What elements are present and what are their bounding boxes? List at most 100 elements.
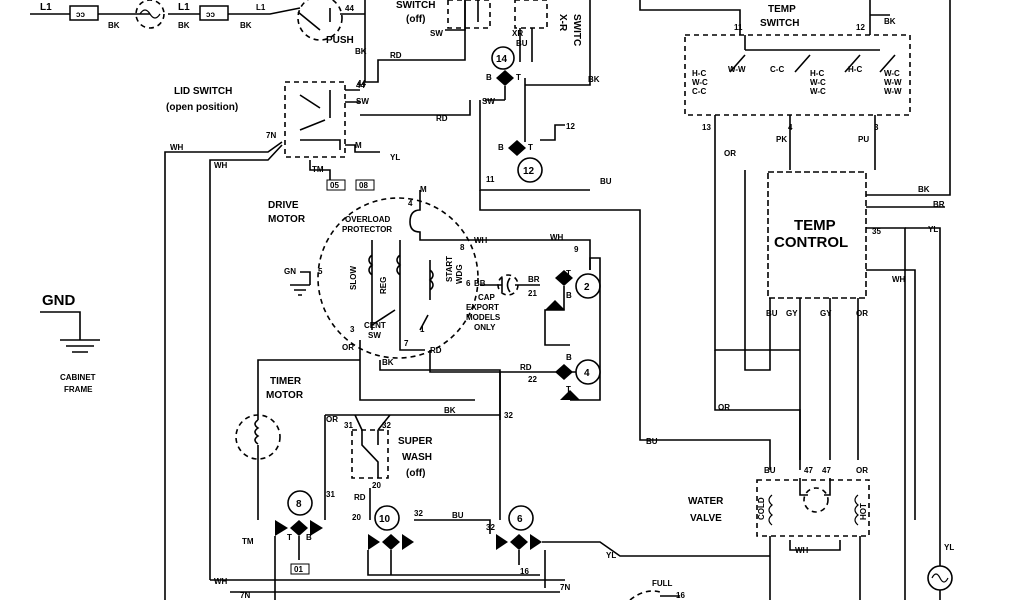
fuse-2-icon <box>199 5 229 21</box>
switch-off-label-2: (off) <box>406 14 425 25</box>
cap-br-label: BR <box>528 275 540 284</box>
wire-label-wh-6: WH <box>550 233 564 242</box>
wire-label-bk-7: BK <box>918 185 930 194</box>
lid-switch-label-1: LID SWITCH <box>174 86 232 97</box>
temp-switch: TEMP SWITCH 11 12 BK H-C W-C C-C W-W C-C… <box>639 0 911 351</box>
motor-terminal-m: M <box>420 185 427 194</box>
wire-label-yl-4: YL <box>606 551 616 560</box>
terminal-12b: 12 <box>566 122 575 131</box>
terminal-16b: 16 <box>676 591 685 600</box>
motor-terminal-7: 7 <box>404 339 409 348</box>
wire-label-or-4: OR <box>342 343 354 352</box>
terminal-31a: 31 <box>344 421 353 430</box>
super-wash-box <box>351 429 389 479</box>
wire-label-bk-3: BK <box>240 21 252 30</box>
wire-label-wh-5: WH <box>474 236 488 245</box>
wire-label-rd-4: RD <box>520 363 532 372</box>
cabinet-label-2: FRAME <box>64 385 93 394</box>
terminal-31b: 31 <box>326 490 335 499</box>
wire-label-bk-5: BK <box>588 75 600 84</box>
ground-section: GND CABINET FRAME <box>40 292 100 394</box>
lid-switch-label-2: (open position) <box>166 102 238 113</box>
cam-2: T B 2 <box>544 257 601 401</box>
terminal-11: 11 <box>734 23 743 32</box>
terminal-44-lid: 44 <box>357 79 366 88</box>
contact-ww-1: W-W <box>728 65 746 74</box>
contact-wc-4: W-C <box>884 69 900 78</box>
cap-label-1: CAP <box>478 293 496 302</box>
drive-motor-circle <box>317 197 479 359</box>
temp-switch-label-2: SWITCH <box>760 18 799 29</box>
wire-label-or-3: OR <box>718 403 730 412</box>
super-wash-label-3: (off) <box>406 468 425 479</box>
super-wash-label-2: WASH <box>402 452 432 463</box>
terminal-16a: 16 <box>520 567 529 576</box>
cam-4-b: B <box>566 353 572 362</box>
temp-control-label-1: TEMP <box>794 217 836 234</box>
line-input-section: L1 ɔɔ BK L1 BK ɔɔ BK L1 PUSH 44 BK 44 <box>30 0 367 90</box>
wire-label-7n-2: 7N <box>560 583 570 592</box>
terminal-32b: 32 <box>504 411 513 420</box>
x-rinse-label: X-R <box>557 14 568 32</box>
terminal-9: 9 <box>574 245 579 254</box>
terminal-3: 3 <box>874 123 879 132</box>
wire-label-wh-4: WH <box>795 546 809 555</box>
svg-text:ɔɔ: ɔɔ <box>76 10 85 19</box>
drive-motor: DRIVE MOTOR OVERLOAD PROTECTOR M 4 SLOW … <box>268 185 590 420</box>
cam-12-t: T <box>528 143 533 152</box>
cap-label-3: MODELS <box>466 313 501 322</box>
filter-icon <box>135 0 165 29</box>
slow-winding-label: SLOW <box>349 266 358 290</box>
l1-label-a: L1 <box>40 2 52 13</box>
wire-label-rd-2: RD <box>436 114 448 123</box>
cent-sw-label-2: SW <box>368 331 381 340</box>
contact-wc-2: W-C <box>810 78 826 87</box>
timer-motor-label-1: TIMER <box>270 376 302 387</box>
terminal-44b: 44 <box>356 81 365 90</box>
reg-winding-label: REG <box>379 277 388 294</box>
wire-label-rd-5: RD <box>354 493 366 502</box>
wire-label-bu-1: BU <box>516 39 528 48</box>
cam-12-b: B <box>498 143 504 152</box>
cam-6-label: 6 <box>517 514 523 525</box>
cam-4: B T 4 RD 22 <box>520 353 601 400</box>
wire-label-bu-2: BU <box>600 177 612 186</box>
lid-7n-label: 7N <box>266 131 276 140</box>
wire-label-gy-2: GY <box>820 309 832 318</box>
cam-2-b: B <box>566 291 572 300</box>
wire-label-br: BR <box>933 200 945 209</box>
temp-switch-label-1: TEMP <box>768 4 796 15</box>
valve-diode-icon <box>803 487 829 513</box>
cam-6: 6 32 YL 16 <box>486 505 770 588</box>
lid-sw-label: SW <box>356 97 369 106</box>
wire-label-bk-6: BK <box>884 17 896 26</box>
motor-terminal-8: 8 <box>460 243 465 252</box>
wire-label-gy-1: GY <box>786 309 798 318</box>
wire-label-yl-3: YL <box>944 543 954 552</box>
wire-label-wh-3: WH <box>892 275 906 284</box>
wire-label-pu: PU <box>858 135 869 144</box>
terminal-47a: 47 <box>804 466 813 475</box>
water-valve-label-1: WATER <box>688 496 724 507</box>
wire-label-xr: XR <box>512 29 523 38</box>
wire-label-yl-2: YL <box>928 225 938 234</box>
cam-10: 10 32 BU <box>367 505 540 576</box>
l1-label-b: L1 <box>178 2 190 13</box>
wire-label-rd-3: RD <box>430 346 442 355</box>
overload-label-2: PROTECTOR <box>342 225 392 234</box>
wire-label-7n-1: 7N <box>240 591 250 600</box>
wire-label-bu-4: BU <box>646 437 658 446</box>
cap-label-4: ONLY <box>474 323 496 332</box>
wire-label-yl-1: YL <box>390 153 400 162</box>
push-label: PUSH <box>326 35 354 46</box>
motor-terminal-5: 5 <box>318 267 323 276</box>
motor-terminal-6: 6 <box>466 279 471 288</box>
timer-motor: TIMER MOTOR TM <box>235 359 360 546</box>
super-wash: SUPER WASH (off) 31 32 20 OR BK 32 RD 20 <box>324 372 513 522</box>
terminal-35: 35 <box>872 227 881 236</box>
cam-14-label: 14 <box>496 54 508 65</box>
connector-08: 08 <box>359 181 368 190</box>
contact-hc-2: H-C <box>810 69 824 78</box>
contact-hc-1: H-C <box>692 69 706 78</box>
